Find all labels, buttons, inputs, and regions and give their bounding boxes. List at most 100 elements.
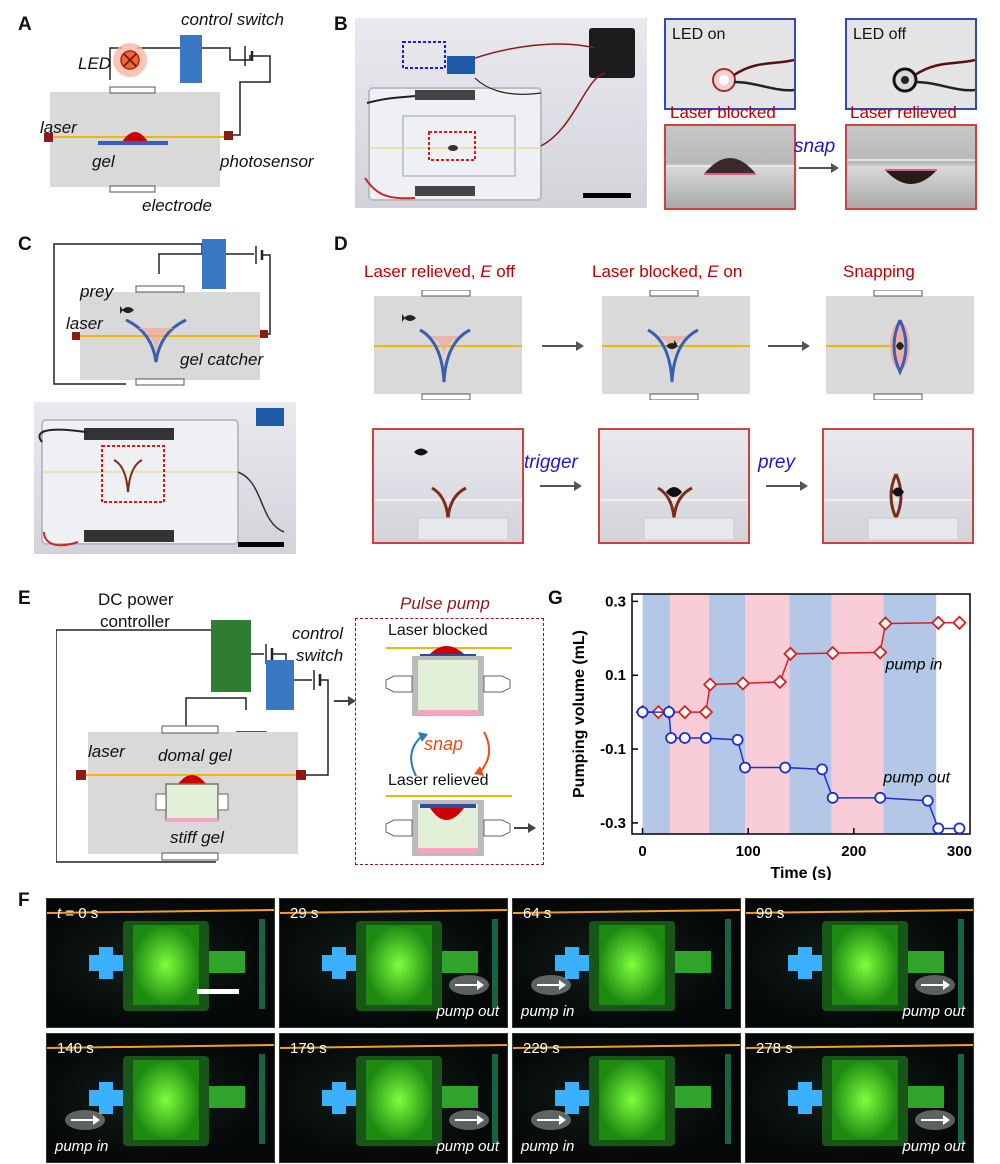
data-point bbox=[825, 645, 840, 661]
gel-catcher-shape bbox=[125, 318, 187, 363]
video-frame: t = 0 s bbox=[46, 898, 275, 1028]
label-snap-e: snap bbox=[424, 734, 464, 754]
panel-a-schematic bbox=[44, 35, 271, 193]
pump-glow-image bbox=[47, 909, 274, 1011]
electrode-clip-top bbox=[415, 90, 475, 100]
frame-time: 99 s bbox=[756, 905, 785, 922]
series-label: pump in bbox=[885, 657, 943, 674]
stage3-photo bbox=[822, 428, 974, 544]
data-point bbox=[878, 616, 893, 631]
label-laser: laser bbox=[40, 118, 77, 137]
label-laser-relieved: Laser relieved bbox=[850, 103, 957, 122]
arrow-right-icon bbox=[915, 975, 955, 1000]
frame-label: pump out bbox=[436, 1138, 499, 1155]
laser-source bbox=[44, 133, 53, 142]
electrode-bottom bbox=[109, 185, 156, 193]
label-controller: controller bbox=[100, 612, 170, 631]
y-tick-label: -0.1 bbox=[600, 741, 626, 758]
pump-glow-image bbox=[280, 1044, 507, 1146]
pump-bottom bbox=[385, 795, 536, 856]
data-point bbox=[772, 674, 788, 690]
arrow-icon bbox=[768, 341, 810, 351]
label-electrode: electrode bbox=[142, 196, 212, 215]
sensor-board bbox=[447, 56, 475, 74]
label-laser-relieved-e: Laser relieved bbox=[388, 772, 489, 789]
frame-label: pump out bbox=[436, 1003, 499, 1020]
label-laser-e: laser bbox=[88, 742, 125, 761]
gel-dome bbox=[122, 132, 148, 142]
stage1-schematic bbox=[374, 290, 522, 400]
time-band bbox=[883, 594, 937, 834]
led-on-photo bbox=[664, 18, 796, 110]
stage3-schematic bbox=[826, 290, 974, 400]
highlight-catcher bbox=[101, 445, 165, 503]
arrow-icon bbox=[766, 481, 808, 491]
data-point bbox=[953, 822, 966, 835]
label-led-on: LED on bbox=[672, 26, 726, 43]
photosensor-box bbox=[224, 131, 233, 140]
y-tick-label: -0.3 bbox=[600, 815, 626, 832]
data-point bbox=[665, 732, 677, 744]
label-pulse-pump: Pulse pump bbox=[400, 594, 490, 613]
panel-letter-a: A bbox=[18, 14, 32, 35]
panel-letter-b: B bbox=[334, 14, 348, 35]
controller-box bbox=[211, 620, 251, 692]
panel-c-schematic bbox=[53, 239, 271, 386]
arrow-icon bbox=[799, 163, 839, 173]
data-point bbox=[636, 706, 649, 719]
frame-time: t = 0 s bbox=[57, 905, 99, 922]
wire bbox=[202, 47, 251, 61]
stage1-title: Laser relieved, E off bbox=[364, 262, 515, 281]
data-point bbox=[702, 677, 718, 692]
stage1-photo bbox=[372, 428, 524, 544]
label-stiff-gel: stiff gel bbox=[170, 828, 224, 847]
label-control: control bbox=[292, 624, 344, 643]
wire bbox=[230, 55, 271, 136]
frame-label: pump in bbox=[521, 1003, 575, 1020]
plot-frame bbox=[631, 593, 971, 835]
stage2-photo bbox=[598, 428, 750, 544]
laser-relieved-photo bbox=[845, 124, 977, 210]
pump-glow-image bbox=[280, 909, 507, 1011]
time-band bbox=[831, 594, 884, 834]
data-point bbox=[826, 791, 839, 804]
panel-letter-c: C bbox=[18, 234, 32, 255]
pump-glow-image bbox=[746, 1044, 973, 1146]
panel-letter-g: G bbox=[548, 588, 563, 609]
scale-bar bbox=[238, 542, 284, 547]
label-photosensor: photosensor bbox=[220, 152, 314, 171]
laser-blocked-photo bbox=[664, 124, 796, 210]
pump-top bbox=[385, 646, 512, 716]
data-point bbox=[931, 615, 946, 631]
data-point bbox=[678, 732, 691, 744]
arrow-icon bbox=[334, 696, 356, 706]
arrow-right-icon bbox=[531, 1110, 571, 1135]
data-point bbox=[663, 706, 675, 719]
control-switch-box bbox=[202, 239, 226, 289]
x-tick-label: 100 bbox=[736, 843, 761, 860]
series-label: pump out bbox=[882, 769, 950, 786]
pump-glow-image bbox=[746, 909, 973, 1011]
y-tick-label: 0.1 bbox=[605, 667, 626, 684]
frame-time: 64 s bbox=[523, 905, 552, 922]
stage2-schematic bbox=[602, 290, 750, 400]
arrow-right-icon bbox=[915, 1110, 955, 1135]
label-prey: prey bbox=[80, 282, 114, 301]
data-point bbox=[932, 822, 945, 835]
label-control-switch: control switch bbox=[181, 10, 284, 29]
pump-glow-image bbox=[513, 909, 740, 1011]
stage3-title: Snapping bbox=[843, 262, 915, 281]
pump-glow-image bbox=[513, 1044, 740, 1146]
led-off-photo bbox=[845, 18, 977, 110]
panel-c-photo bbox=[34, 402, 296, 554]
label-switch: switch bbox=[296, 646, 344, 665]
pulse-pump-box bbox=[355, 618, 544, 865]
frame-label: pump out bbox=[902, 1138, 965, 1155]
data-point bbox=[874, 791, 887, 804]
control-switch-box bbox=[266, 660, 294, 710]
frame-label: pump out bbox=[902, 1003, 965, 1020]
